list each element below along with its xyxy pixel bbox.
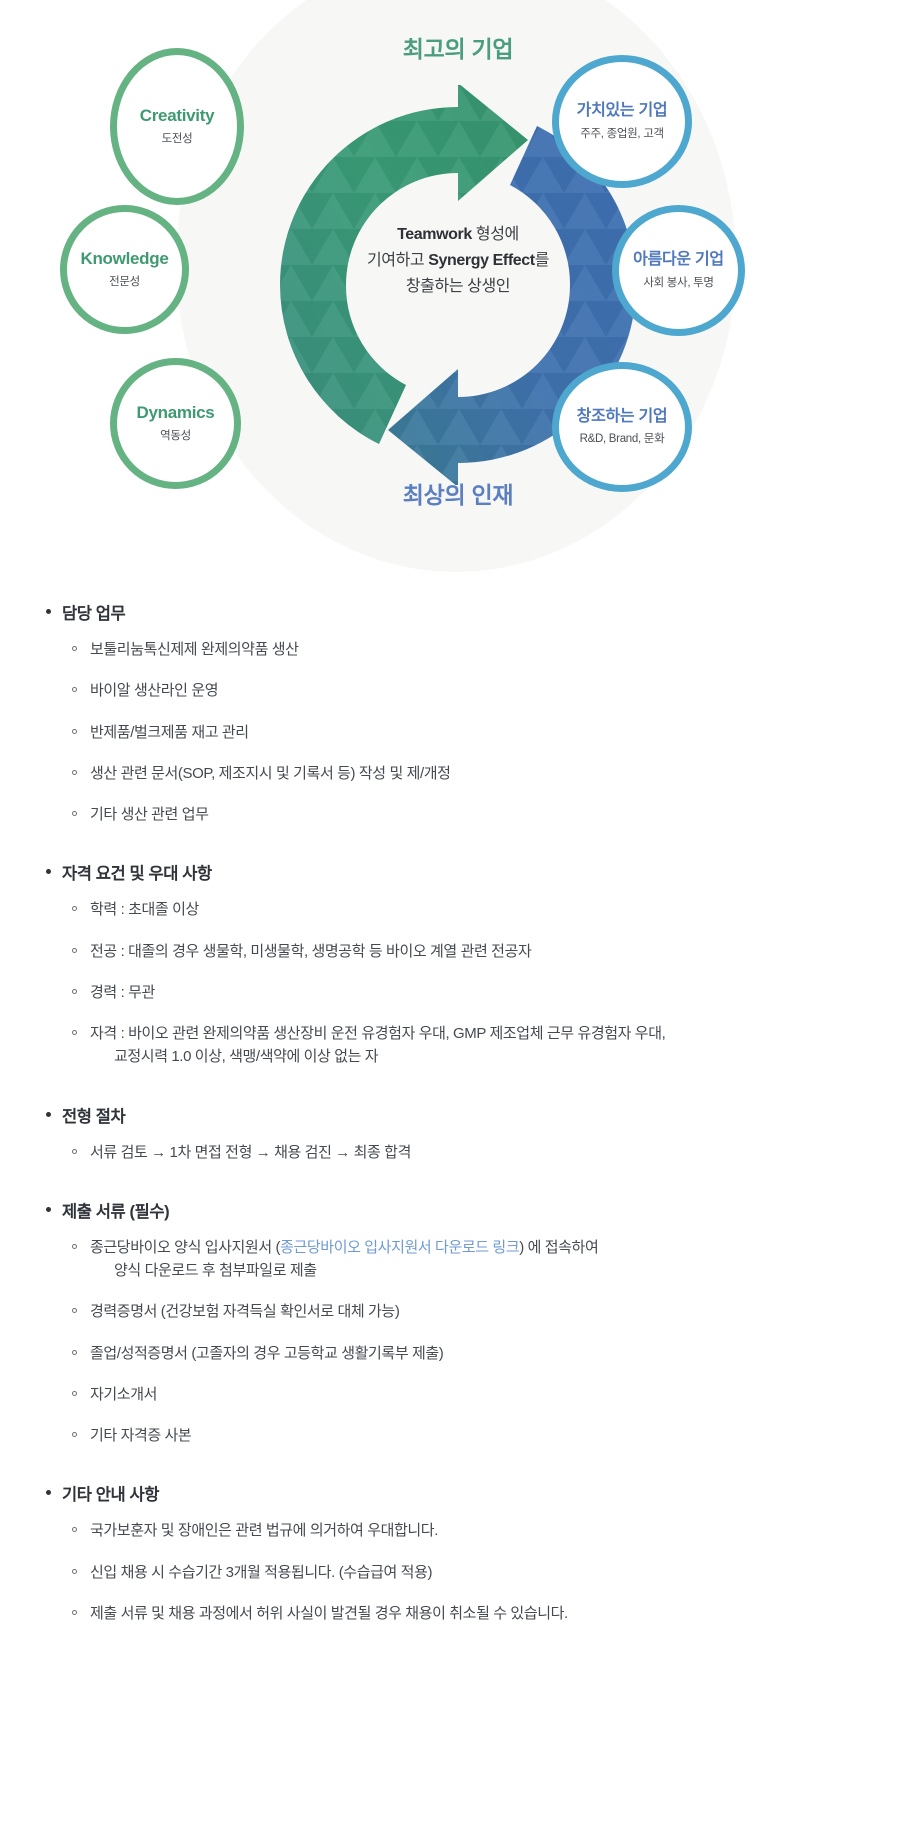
list-item: 신입 채용 시 수습기간 3개월 적용됩니다. (수습급여 적용) [34,1561,882,1584]
value-node-title: 아름다운 기업 [633,251,724,269]
section-heading: 기타 안내 사항 [34,1481,882,1505]
list-item-text: 자기소개서 [90,1385,158,1403]
value-node-knowledge: Knowledge 전문성 [60,205,189,334]
section-heading: 제출 서류 (필수) [34,1198,882,1222]
value-node-valuable-company: 가치있는 기업 주주, 종업원, 고객 [552,55,692,188]
list-item: 기타 자격증 사본 [34,1424,882,1447]
value-node-title: Knowledge [80,248,169,268]
list-item-text: 졸업/성적증명서 (고졸자의 경우 고등학교 생활기록부 제출) [90,1344,444,1362]
list-item: 전공 : 대졸의 경우 생물학, 미생물학, 생명공학 등 바이오 계열 관련 … [34,940,882,963]
list-item: 제출 서류 및 채용 과정에서 허위 사실이 발견될 경우 채용이 취소될 수 … [34,1602,882,1625]
value-node-title: Creativity [139,105,215,125]
value-node-creative-company: 창조하는 기업 R&D, Brand, 문화 [552,362,692,492]
section-heading: 전형 절차 [34,1103,882,1127]
value-node-subtitle: R&D, Brand, 문화 [579,433,665,446]
list-item: 국가보훈자 및 장애인은 관련 법규에 의거하여 우대합니다. [34,1519,882,1542]
list-item-text: 바이알 생산라인 운영 [90,682,219,700]
list-item: 생산 관련 문서(SOP, 제조지시 및 기록서 등) 작성 및 제/개정 [34,762,882,785]
center-line2-pre: 기여하고 [366,251,429,269]
section-item-list: 종근당바이오 양식 입사지원서 (종근당바이오 입사지원서 다운로드 링크) 에… [34,1236,882,1448]
list-item-continuation: 교정시력 1.0 이상, 색맹/색약에 이상 없는 자 [114,1048,379,1066]
list-item-text: 반제품/벌크제품 재고 관리 [90,723,249,741]
value-node-subtitle: 전문성 [109,276,140,289]
diagram-bottom-label: 최상의 인재 [402,482,514,508]
value-node-dynamics: Dynamics 역동성 [110,358,241,489]
content-section: 제출 서류 (필수) 종근당바이오 양식 입사지원서 (종근당바이오 입사지원서 … [34,1198,882,1448]
list-item: 졸업/성적증명서 (고졸자의 경우 고등학교 생활기록부 제출) [34,1342,882,1365]
list-item-text: 기타 생산 관련 업무 [90,806,209,823]
list-item: 경력 : 무관 [34,981,882,1004]
center-line3: 창출하는 상생인 [405,277,511,295]
section-item-list: 국가보훈자 및 장애인은 관련 법규에 의거하여 우대합니다. 신입 채용 시 수… [34,1519,882,1625]
value-node-subtitle: 주주, 종업원, 고객 [580,127,664,140]
list-item-text: 전공 : 대졸의 경우 생물학, 미생물학, 생명공학 등 바이오 계열 관련 … [90,942,532,960]
value-node-title: 창조하는 기업 [576,407,668,425]
list-item-text: 경력증명서 (건강보험 자격득실 확인서로 대체 가능) [90,1303,400,1321]
list-item-text: 제출 서류 및 채용 과정에서 허위 사실이 발견될 경우 채용이 취소될 수 … [90,1604,568,1622]
list-item-continuation: 양식 다운로드 후 첨부파일로 제출 [114,1262,317,1279]
value-node-subtitle: 도전성 [161,133,193,146]
green-arrow [280,85,528,444]
list-item-text: ) 에 접속하여 [519,1238,599,1256]
list-item: 반제품/벌크제품 재고 관리 [34,721,882,744]
list-item-text: 서류 검토 → 1차 면접 전형 → 채용 검진 → 최종 합격 [90,1143,411,1161]
section-item-list: 서류 검토 → 1차 면접 전형 → 채용 검진 → 최종 합격 [34,1141,882,1164]
value-node-title: Dynamics [136,402,215,422]
value-node-subtitle: 역동성 [160,430,191,443]
list-item-text: 신입 채용 시 수습기간 3개월 적용됩니다. (수습급여 적용) [90,1563,433,1581]
section-heading: 담당 업무 [34,600,882,624]
list-item-text: 학력 : 초대졸 이상 [90,901,199,919]
list-item: 보툴리눔톡신제제 완제의약품 생산 [34,638,882,661]
center-line2-bold: Synergy Effect [428,251,535,269]
value-node-subtitle: 사회 봉사, 투명 [643,276,714,289]
list-item-text: 보툴리눔톡신제제 완제의약품 생산 [90,641,299,658]
center-line2-post: 를 [534,251,550,269]
list-item: 서류 검토 → 1차 면접 전형 → 채용 검진 → 최종 합격 [34,1141,882,1164]
diagram-top-label: 최고의 기업 [402,36,514,62]
list-item: 종근당바이오 양식 입사지원서 (종근당바이오 입사지원서 다운로드 링크) 에… [34,1236,882,1283]
list-item: 자격 : 바이오 관련 완제의약품 생산장비 운전 유경험자 우대, GMP 제… [34,1022,882,1069]
section-heading: 자격 요건 및 우대 사항 [34,860,882,884]
list-item: 학력 : 초대졸 이상 [34,898,882,921]
list-item: 바이알 생산라인 운영 [34,679,882,702]
center-line1-rest: 형성에 [471,226,519,243]
core-values-diagram: 최고의 기업 최상의 인재 Teamwork 형성에 기여하고 Synergy … [0,0,916,600]
application-form-download-link[interactable]: 종근당바이오 입사지원서 다운로드 링크 [280,1238,520,1256]
value-node-creativity: Creativity 도전성 [110,48,244,205]
list-item-text: 국가보훈자 및 장애인은 관련 법규에 의거하여 우대합니다. [90,1522,438,1540]
list-item-text: 생산 관련 문서(SOP, 제조지시 및 기록서 등) 작성 및 제/개정 [90,764,451,782]
list-item: 자기소개서 [34,1383,882,1406]
list-item-text: 기타 자격증 사본 [90,1427,192,1444]
diagram-center-text: Teamwork 형성에 기여하고 Synergy Effect를 창출하는 상… [318,222,598,300]
value-node-beautiful-company: 아름다운 기업 사회 봉사, 투명 [612,205,745,336]
list-item: 기타 생산 관련 업무 [34,803,882,826]
list-item: 경력증명서 (건강보험 자격득실 확인서로 대체 가능) [34,1300,882,1323]
list-item-text: 경력 : 무관 [90,983,155,1001]
value-node-title: 가치있는 기업 [576,102,668,120]
list-item-text: 종근당바이오 양식 입사지원서 ( [90,1238,281,1256]
center-line1-bold: Teamwork [397,226,472,243]
list-item-text: 자격 : 바이오 관련 완제의약품 생산장비 운전 유경험자 우대, GMP 제… [90,1025,666,1042]
